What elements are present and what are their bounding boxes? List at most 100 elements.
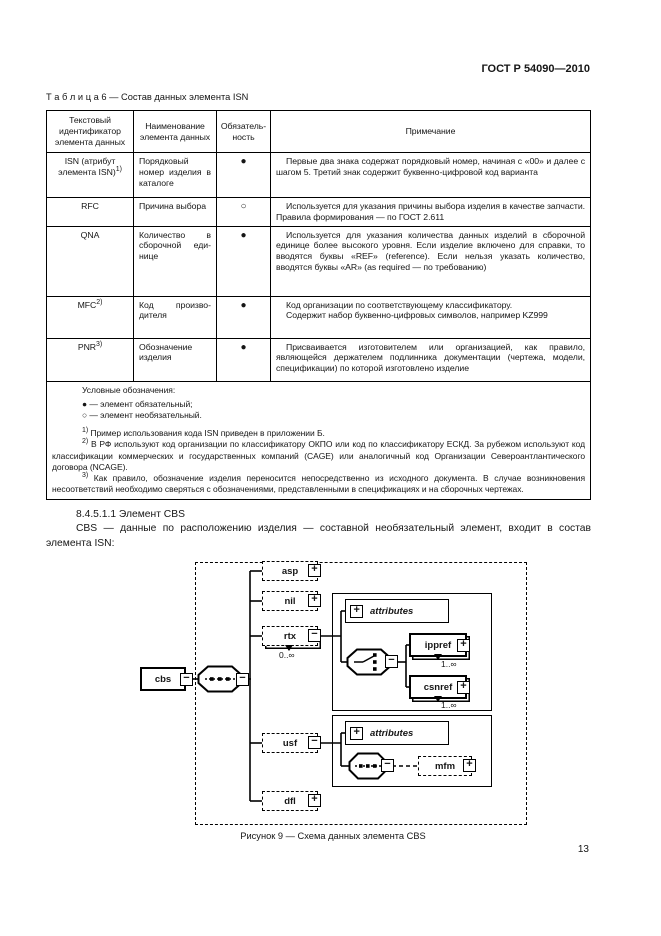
- legend-item-optional: ○ — элемент необязательный.: [82, 410, 202, 420]
- footnote-text: В РФ используют код организации по класс…: [52, 439, 586, 472]
- multi-occurrence-mark-icon: [285, 645, 293, 651]
- cell-mandatory: ●: [216, 337, 271, 382]
- expand-toggle-icon: +: [457, 639, 470, 652]
- element-label: ippref: [424, 639, 452, 651]
- schema-outer-boundary: [195, 562, 527, 825]
- cell-note: Используется для указания причины выбора…: [270, 197, 591, 227]
- note-text: Используется для указания причины выбора…: [276, 201, 585, 222]
- attributes-label: attributes: [370, 727, 414, 739]
- footnote-text: Пример использования кода ISN приведен в…: [90, 428, 325, 439]
- usf-content-frame: [332, 715, 492, 787]
- section-heading: 8.4.5.1.1 Элемент CBS: [76, 509, 185, 520]
- collapse-toggle-icon: −: [308, 629, 321, 642]
- code-footnote-mark: 1): [115, 165, 122, 173]
- occurrence-label: 1..∞: [441, 700, 457, 710]
- element-label: asp: [281, 565, 299, 577]
- table-notes: Условные обозначения: ● — элемент обязат…: [46, 380, 591, 500]
- footnote-text: Как правило, обозначение изделия перенос…: [52, 473, 586, 495]
- code-text: RFC: [81, 201, 99, 211]
- table-row: RFC Причина вы­бора ○ Используется для у…: [46, 197, 591, 227]
- cell-note: Первые два знака содержат порядковый ном…: [270, 152, 591, 198]
- code-text: PNR: [77, 341, 97, 352]
- col-header-identifier: Текстовый идентификатор элемента данных: [46, 110, 134, 153]
- occurrence-label: 0..∞: [279, 650, 295, 660]
- collapse-toggle-icon: −: [180, 673, 193, 686]
- table-row: MFC2) Код произво­дителя ● Код организац…: [46, 295, 591, 339]
- cell-mandatory: ○: [216, 197, 271, 227]
- footnote-2: 2) В РФ используют код организации по кл…: [52, 439, 585, 473]
- element-label: usf: [282, 737, 298, 749]
- cell-name: Обозначение изделия: [133, 337, 217, 382]
- collapse-toggle-icon: −: [385, 655, 398, 668]
- element-dfl: dfl: [262, 791, 318, 811]
- footnote-mark: 1): [82, 427, 89, 435]
- note-text: Используется для указания количества дан…: [276, 229, 585, 272]
- legend-item-mandatory: ● — элемент обязательный;: [82, 398, 193, 409]
- note-text: Присваивается изготовителем или организа…: [276, 341, 585, 374]
- cell-code: PNR3): [46, 337, 134, 382]
- rtx-content-frame: [332, 593, 492, 711]
- col-header-mandatory: Обязатель­ность: [216, 110, 271, 153]
- occurrence-label: 1..∞: [441, 659, 457, 669]
- legend-title: Условные обозначения:: [82, 384, 176, 395]
- cell-mandatory: ●: [216, 225, 271, 297]
- code-footnote-mark: 3): [96, 340, 103, 348]
- code-footnote-mark: 2): [96, 298, 103, 306]
- table-header-row: Текстовый идентификатор элемента данных …: [46, 110, 591, 153]
- document-code: ГОСТ Р 54090—2010: [481, 63, 590, 75]
- expand-toggle-icon: +: [308, 564, 321, 577]
- collapse-toggle-icon: −: [381, 759, 394, 772]
- sequence-compositor-icon: [197, 665, 243, 693]
- section-8-4-5-1-1: 8.4.5.1.1 Элемент CBS CBS — данные по ра…: [46, 508, 591, 551]
- cell-name: Код произво­дителя: [133, 295, 217, 339]
- element-label: dfl: [284, 795, 296, 807]
- element-mfm: mfm: [418, 756, 472, 776]
- cell-mandatory: ●: [216, 152, 271, 198]
- cell-name: Количество в сборочной еди­нице: [133, 225, 217, 297]
- collapse-toggle-icon: −: [308, 736, 321, 749]
- table-row: ISN (атрибут элемента ISN)1) Порядковый …: [46, 152, 591, 198]
- table-row: PNR3) Обозначение изделия ● Присваиваетс…: [46, 337, 591, 382]
- code-text: ISN (атрибут элемента ISN): [58, 156, 116, 177]
- table-notes-row: Условные обозначения: ● — элемент обязат…: [46, 380, 591, 500]
- element-cbs: cbs: [140, 667, 186, 691]
- cell-note: Присваивается изготовителем или организа…: [270, 337, 591, 382]
- col-header-name: Наименование элемента данных: [133, 110, 217, 153]
- cell-code: MFC2): [46, 295, 134, 339]
- cell-note: Код организации по соответствующему клас…: [270, 295, 591, 339]
- footnote-mark: 2): [82, 438, 89, 446]
- page-number: 13: [577, 844, 589, 855]
- figure-caption: Рисунок 9 — Схема данных элемента CBS: [240, 831, 426, 841]
- element-asp: asp: [262, 561, 318, 581]
- usf-attributes-box: + attributes: [345, 721, 449, 745]
- choice-compositor-icon: [346, 648, 392, 676]
- note-text-2: Содержит набор буквенно-цифровых символо…: [286, 310, 548, 321]
- connector-lines: [183, 570, 418, 802]
- table-row: QNA Количество в сборочной еди­нице ● Ис…: [46, 225, 591, 297]
- cell-code: ISN (атрибут элемента ISN)1): [46, 152, 134, 198]
- element-label: mfm: [434, 760, 456, 772]
- note-text: Первые два знака содержат порядковый ном…: [276, 156, 585, 177]
- rtx-attributes-box: + attributes: [345, 599, 449, 623]
- sequence-compositor-icon: [348, 752, 388, 780]
- element-nil: nil: [262, 591, 318, 611]
- multi-occurrence-mark-icon: [434, 654, 442, 660]
- table-caption: Т а б л и ц а 6 — Состав данных элемента…: [46, 92, 249, 102]
- cell-code: QNA: [46, 225, 134, 297]
- code-text: QNA: [80, 229, 100, 240]
- element-label: rtx: [283, 630, 297, 642]
- cell-name: Причина вы­бора: [133, 197, 217, 227]
- element-label: cbs: [154, 673, 172, 685]
- element-label: csnref: [423, 681, 453, 693]
- col-header-note: Примечание: [270, 110, 591, 153]
- section-paragraph: CBS — данные по расположению изделия — с…: [46, 523, 591, 549]
- note-text: Код организации по соответствующему клас…: [286, 299, 513, 310]
- expand-toggle-icon: +: [463, 759, 476, 772]
- cell-note: Используется для указания количества дан…: [270, 225, 591, 297]
- multi-occurrence-mark-icon: [434, 696, 442, 702]
- footnote-mark: 3): [82, 472, 89, 480]
- code-text: MFC: [77, 299, 97, 310]
- collapse-toggle-icon: −: [236, 673, 249, 686]
- data-elements-table: Текстовый идентификатор элемента данных …: [46, 110, 591, 500]
